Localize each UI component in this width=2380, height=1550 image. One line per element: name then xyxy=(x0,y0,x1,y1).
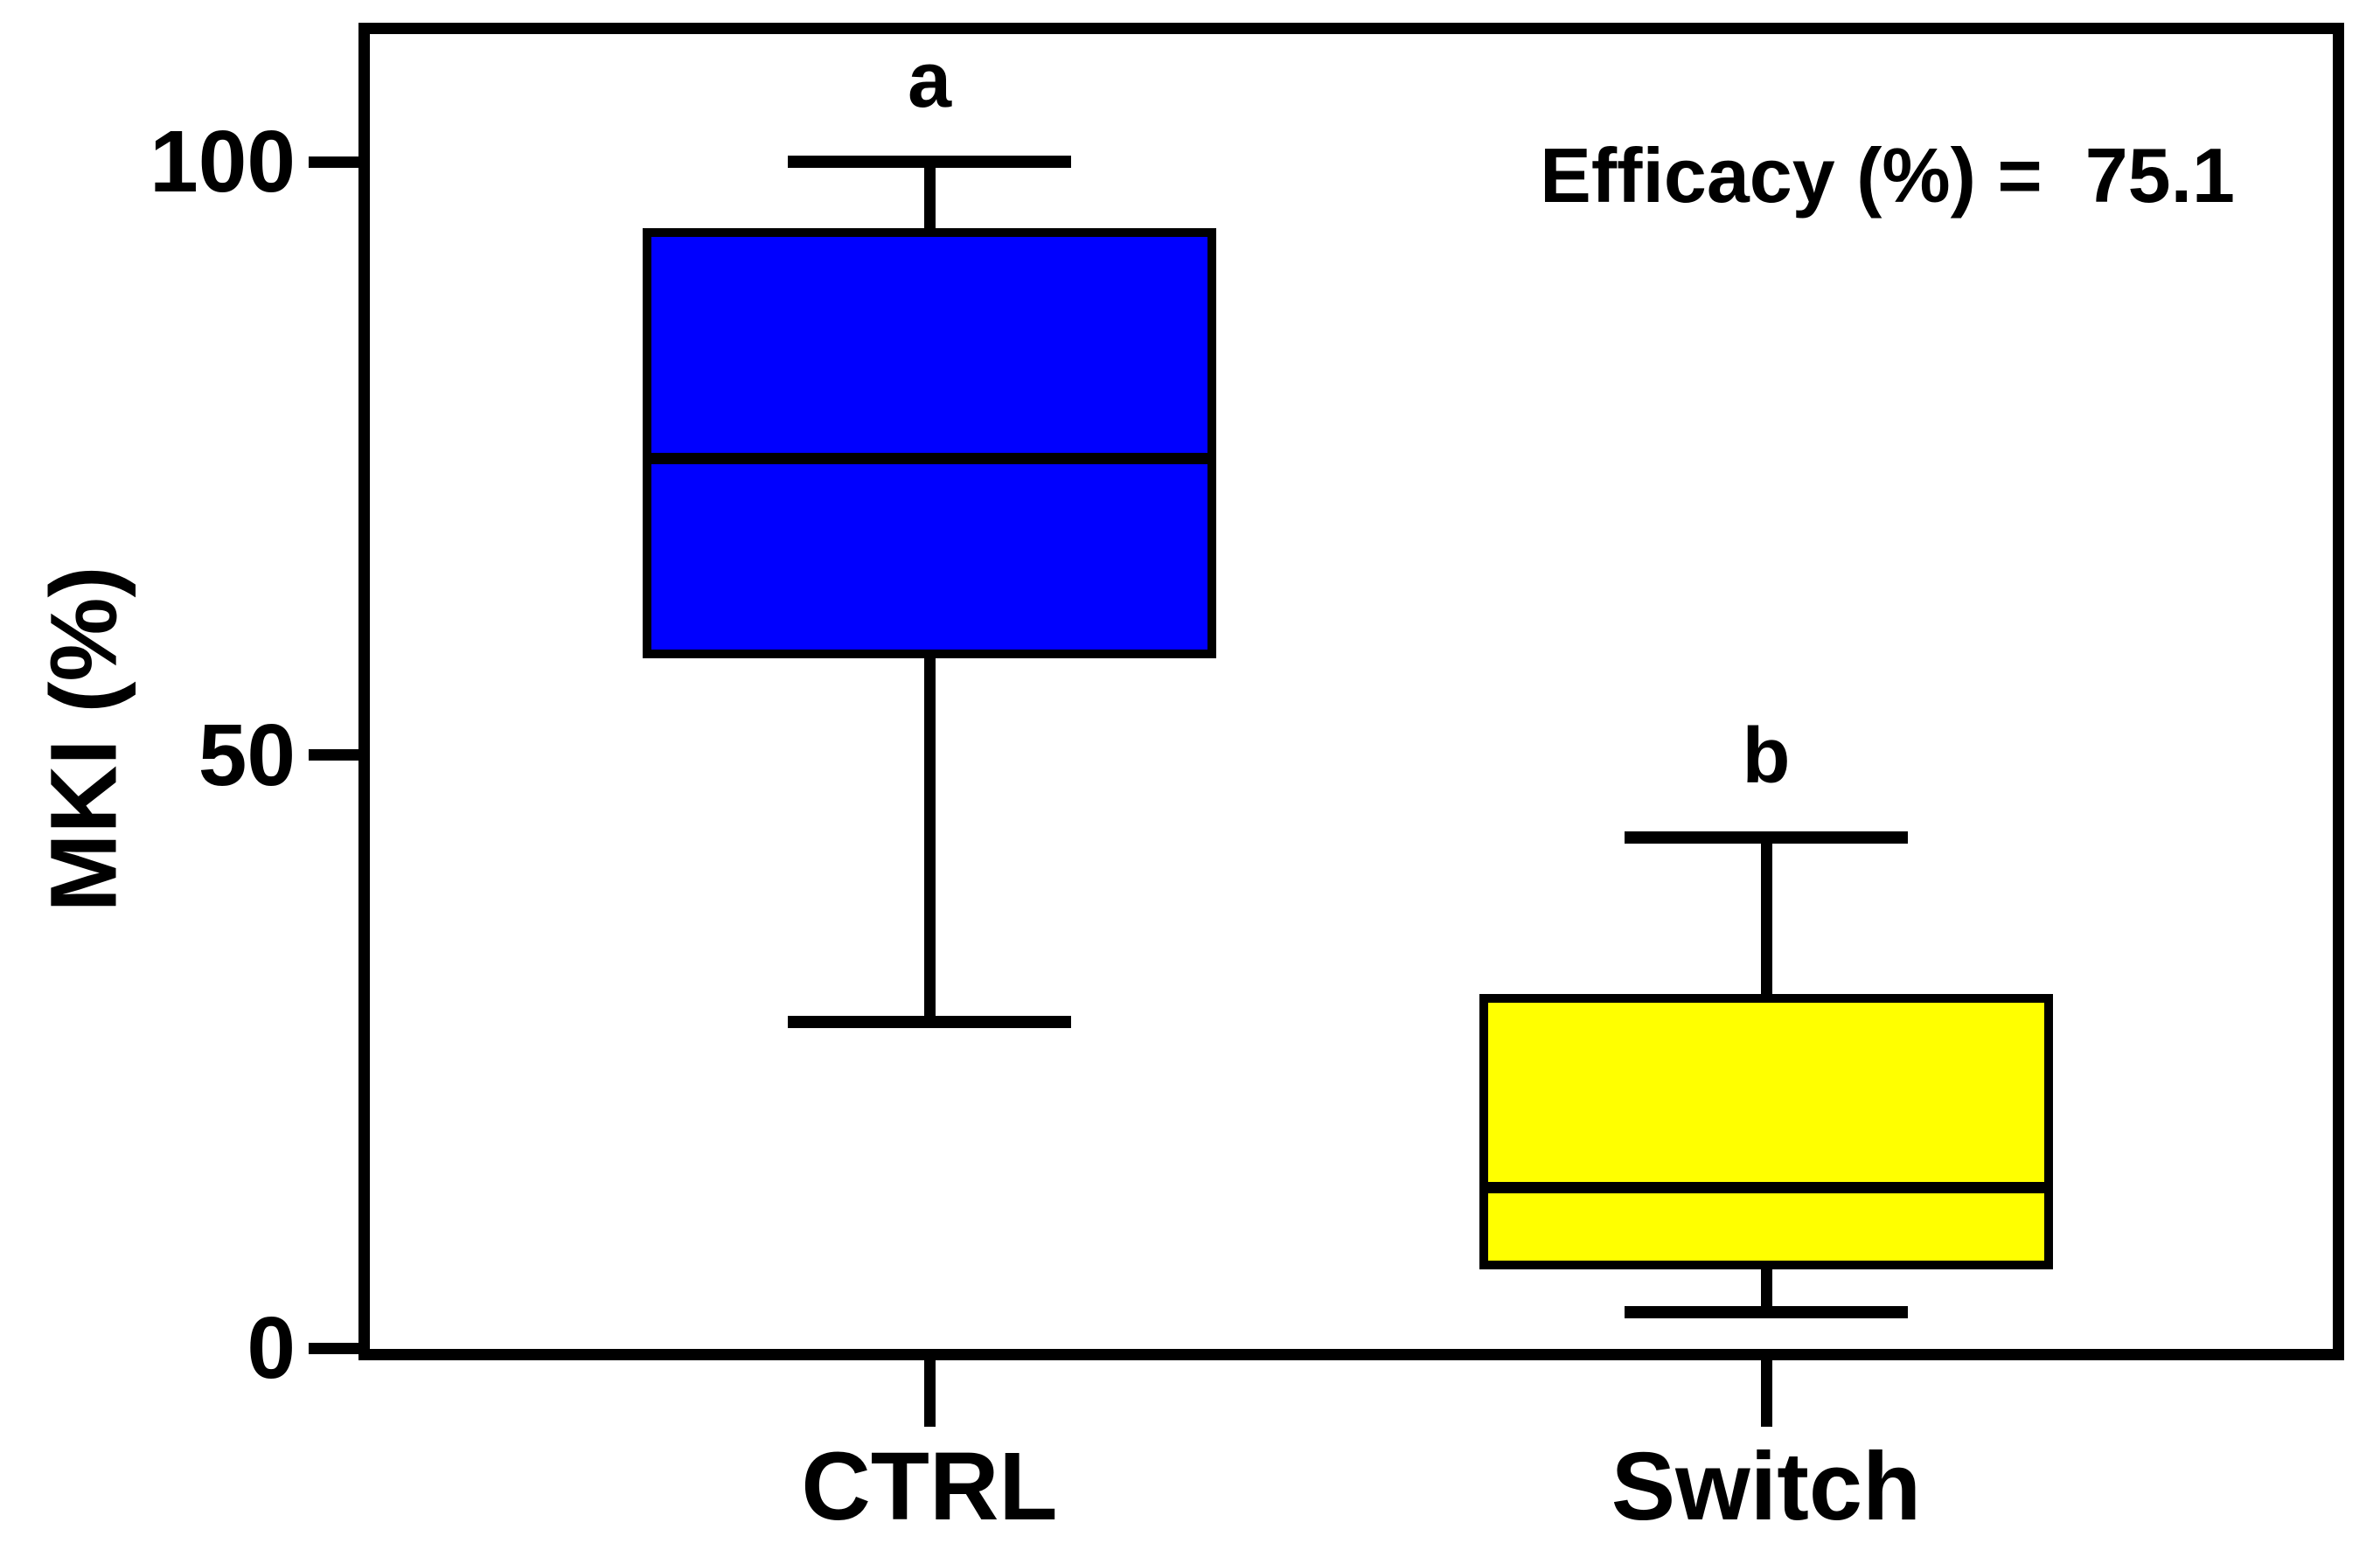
median-line xyxy=(1484,1182,2049,1193)
whisker-stem-lower xyxy=(1761,1265,1772,1312)
y-tick-label: 100 xyxy=(150,113,296,211)
significance-letter: b xyxy=(1742,712,1791,800)
y-tick xyxy=(309,1343,358,1354)
y-tick xyxy=(309,749,358,761)
box-switch xyxy=(1479,994,2053,1269)
whisker-cap-upper xyxy=(788,156,1071,168)
x-tick xyxy=(1761,1360,1772,1427)
box-ctrl xyxy=(643,228,1216,658)
significance-letter: a xyxy=(907,37,952,124)
x-tick xyxy=(924,1360,936,1427)
x-tick-label: CTRL xyxy=(801,1433,1058,1540)
whisker-stem-upper xyxy=(1761,838,1772,997)
y-tick-label: 0 xyxy=(247,1299,296,1397)
median-line xyxy=(647,453,1212,464)
whisker-cap-lower xyxy=(1625,1306,1908,1318)
efficacy-annotation: Efficacy (%) = 75.1 xyxy=(1540,132,2235,219)
whisker-stem-upper xyxy=(924,162,936,233)
x-tick-label: Switch xyxy=(1611,1433,1922,1540)
y-tick xyxy=(309,156,358,168)
y-tick-label: 50 xyxy=(198,706,296,804)
whisker-stem-lower xyxy=(924,654,936,1022)
whisker-cap-upper xyxy=(1625,831,1908,844)
whisker-cap-lower xyxy=(788,1016,1071,1028)
y-axis-label: MKI (%) xyxy=(30,566,136,913)
